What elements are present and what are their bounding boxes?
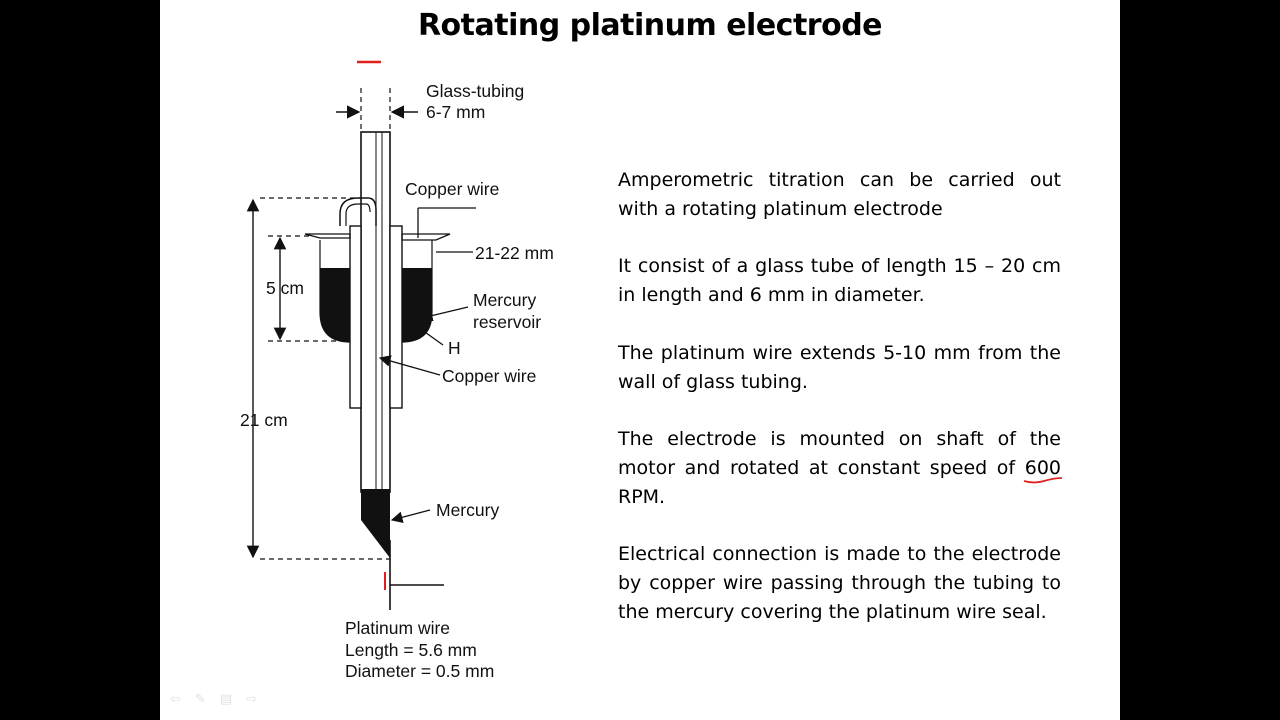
label-length: Length = 5.6 mm [345, 640, 477, 660]
body-text: Amperometric titration can be carried ou… [618, 166, 1062, 626]
label-platinum-wire: Platinum wire [345, 618, 450, 638]
back-arrow-icon[interactable]: ⇦ [170, 692, 181, 707]
paragraph-1: Amperometric titration can be carried ou… [618, 169, 1061, 220]
paragraph-3: The platinum wire extends 5-10 mm from t… [618, 341, 1061, 393]
label-5cm: 5 cm [266, 278, 304, 298]
slide-title: Rotating platinum electrode [417, 8, 883, 43]
label-copper-wire-mid: Copper wire [442, 366, 536, 386]
slideshow-controls: ⇦ ✎ ▤ ⇨ [170, 692, 257, 707]
leader-h [421, 329, 444, 346]
mercury-reservoir-left [320, 268, 350, 342]
label-mercury: Mercury [436, 500, 499, 520]
label-21cm: 21 cm [240, 410, 288, 430]
red-underline-annotation [1023, 477, 1062, 484]
outer-sleeve-left [349, 225, 362, 409]
pen-icon[interactable]: ✎ [194, 692, 206, 707]
label-mercury-reservoir-2: reservoir [473, 312, 541, 332]
label-h: H [448, 338, 461, 358]
rotating-electrode-diagram: Glass-tubing 6-7 mm Copper wire 21-22 mm… [240, 60, 554, 681]
mercury-tip [361, 489, 390, 558]
paragraph-2: It consist of a glass tube of length 15 … [618, 255, 1061, 307]
label-glass-tubing-size: 6-7 mm [426, 102, 485, 122]
leader-copper-wire-mid [378, 355, 441, 376]
paragraph-5: Electrical connection is made to the ele… [618, 543, 1061, 623]
menu-icon[interactable]: ▤ [219, 692, 233, 707]
label-copper-wire-top: Copper wire [405, 179, 499, 199]
copper-wire-hook [339, 197, 377, 226]
rpm-value: 600 [1024, 456, 1061, 479]
outer-sleeve-right [389, 225, 403, 409]
mercury-reservoir-right [402, 268, 432, 342]
paragraph-4-after: RPM. [618, 485, 666, 508]
paragraph-4: The electrode is mounted on shaft of the… [618, 425, 1062, 511]
label-glass-tubing: Glass-tubing [426, 81, 524, 101]
leader-mercury [390, 509, 431, 523]
forward-arrow-icon[interactable]: ⇨ [246, 692, 258, 707]
label-21-22mm: 21-22 mm [475, 243, 554, 263]
paragraph-4-before: The electrode is mounted on shaft of the… [618, 428, 1061, 479]
highlighted-rpm-value: 600 [1023, 456, 1062, 484]
label-diameter: Diameter = 0.5 mm [345, 661, 494, 681]
label-mercury-reservoir-1: Mercury [473, 290, 536, 310]
slide: Rotating platinum electrode [160, 0, 1120, 720]
leader-mercury-reservoir [420, 306, 469, 322]
